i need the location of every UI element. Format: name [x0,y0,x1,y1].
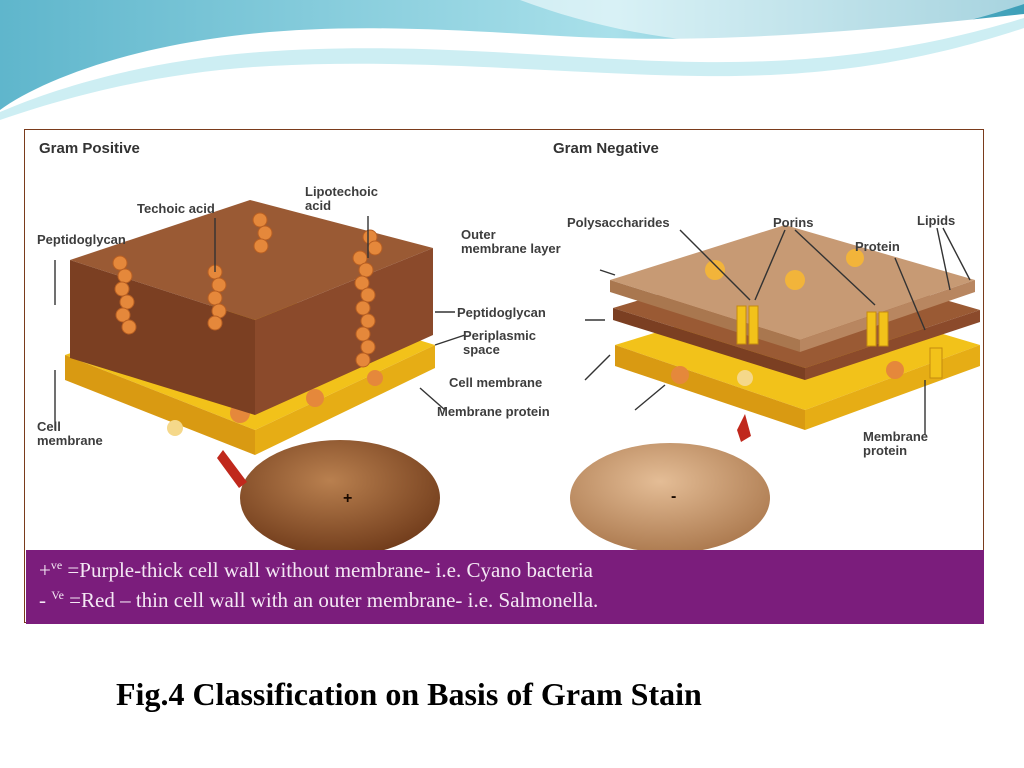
gram-negative-title: Gram Negative [553,140,659,157]
legend-line-negative: - Ve =Red – thin cell wall with an outer… [39,588,599,612]
membrane-protein-label: Membrane protein [437,404,550,419]
lipotechoic-acid-label: Lipotechoic acid [305,184,378,213]
gram-negative-membrane-protein-label: Membrane protein [863,429,929,458]
porins-label: Porins [773,215,814,230]
positive-sign: + [343,490,353,507]
periplasmic-space-label: Periplasmic space [463,328,536,357]
gram-stain-figure: Gram Positive Gram Negative Techoic acid… [24,129,984,624]
gram-positive-peptidoglycan-label: Peptidoglycan [37,232,126,247]
gram-positive-peptidoglycan-wall [70,200,433,415]
legend-line-positive: +ve =Purple-thick cell wall without memb… [39,558,594,582]
figure-caption: Fig.4 Classification on Basis of Gram St… [116,676,702,712]
gram-stain-diagram [54,200,980,556]
gram-positive-cell [240,440,440,556]
gram-negative-cell [570,443,770,553]
gram-positive-bead-chains [112,212,383,368]
cell-membrane-label: Cell membrane [449,375,543,390]
legend-band: +ve =Purple-thick cell wall without memb… [26,550,984,624]
gram-positive-cell-membrane-label: Cell membrane [37,419,103,448]
gram-positive-arrow-icon [217,450,247,488]
outer-membrane-layer-label: Outer membrane layer [461,227,561,256]
negative-sign: - [671,488,677,505]
polysaccharides-label: Polysaccharides [567,215,670,230]
peptidoglycan-label: Peptidoglycan [457,305,546,320]
gram-positive-title: Gram Positive [39,140,140,157]
porin-channels [736,305,943,379]
gram-negative-arrow-icon [737,414,751,442]
lipids-label: Lipids [917,213,956,228]
techoic-acid-label: Techoic acid [137,201,215,216]
leader-lines [54,216,971,435]
protein-label: Protein [855,239,900,254]
